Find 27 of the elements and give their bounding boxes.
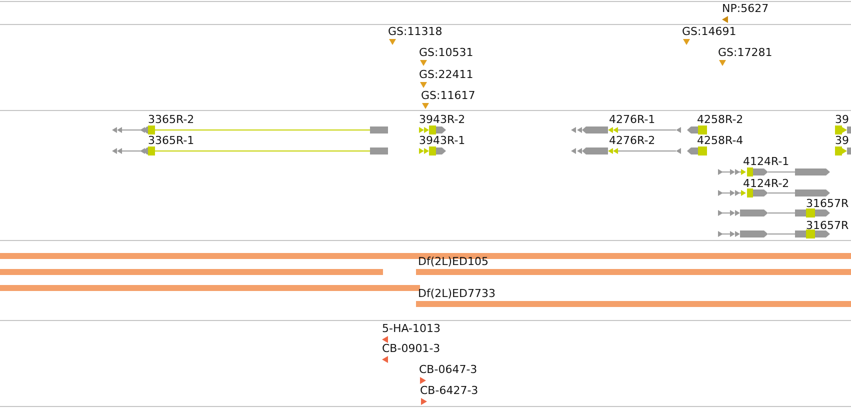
feature-label: 4124R-2 (743, 177, 790, 190)
feature-label: 31657R (806, 219, 849, 232)
feature-label: 4124R-1 (743, 155, 790, 168)
feature-label: GS:14691 (682, 25, 736, 38)
feature-label: CB-0901-3 (382, 342, 440, 355)
feature-label: 3943R-2 (419, 113, 466, 126)
feature-label: GS:22411 (419, 68, 474, 81)
feature-label: GS:17281 (718, 46, 772, 59)
feature-label: GS:11318 (388, 25, 442, 38)
feature-label: NP:5627 (722, 2, 769, 15)
feature-label: 3943R-1 (419, 134, 466, 147)
feature-label: 39 (835, 113, 849, 126)
feature-label: 5-HA-1013 (382, 322, 440, 335)
feature-label: 4258R-4 (697, 134, 744, 147)
feature-label: 3365R-2 (148, 113, 194, 126)
feature-label: 4258R-2 (697, 113, 744, 126)
feature-label: 39 (835, 134, 849, 147)
feature-label: 4276R-2 (609, 134, 656, 147)
feature-label: 31657R (806, 197, 849, 210)
feature-label: 4276R-1 (609, 113, 656, 126)
feature-label: CB-6427-3 (420, 384, 478, 397)
feature-label: Df(2L)ED7733 (418, 287, 496, 300)
feature-label: GS:11617 (421, 89, 476, 102)
feature-label: 3365R-1 (148, 134, 194, 147)
feature-label: CB-0647-3 (419, 363, 478, 376)
feature-label: Df(2L)ED105 (418, 255, 488, 268)
feature-label: GS:10531 (419, 46, 474, 59)
